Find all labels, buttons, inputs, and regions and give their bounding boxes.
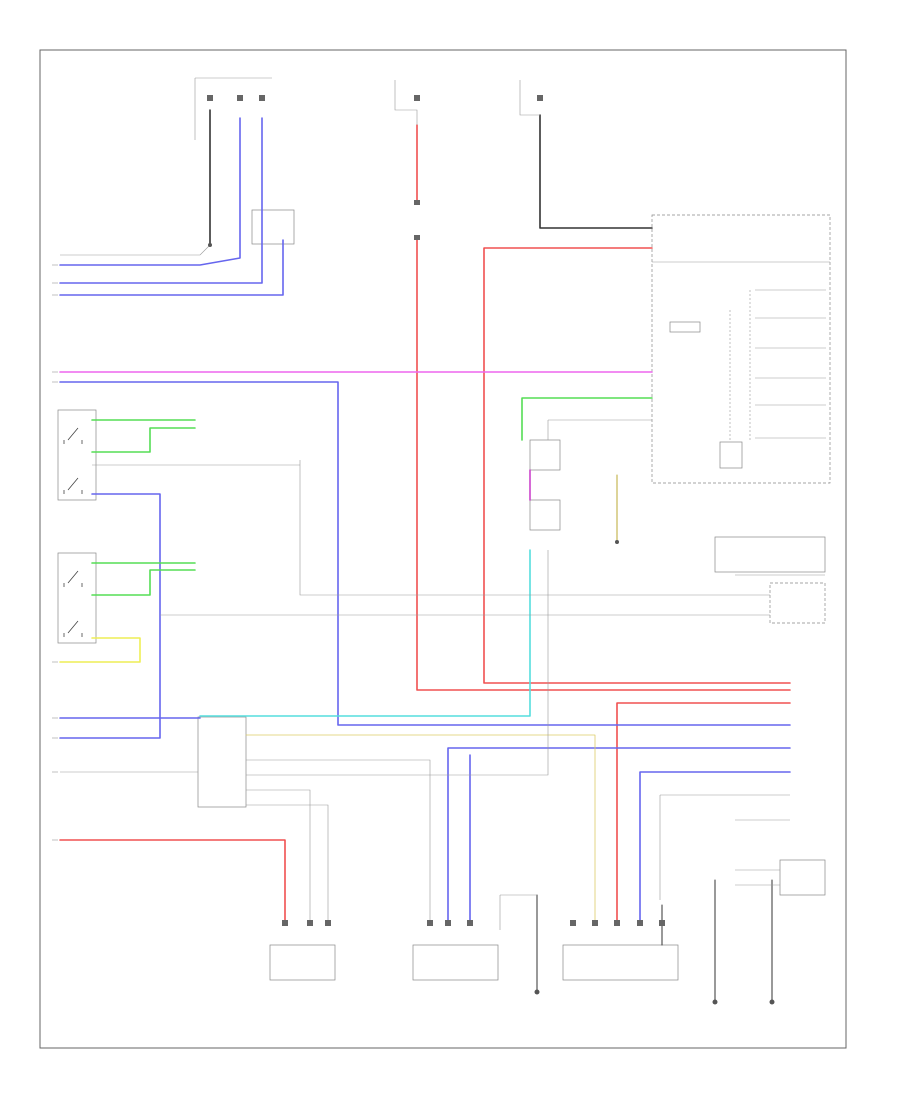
diagram-frame [39, 49, 847, 1049]
gray-wire-12 [735, 869, 780, 886]
pin-mark [467, 920, 473, 926]
pin-mark [207, 95, 213, 101]
left-switch-contact-1 [63, 427, 83, 444]
ground-symbol [769, 999, 775, 1005]
gray-wire-4 [246, 804, 329, 925]
green-wire-group [91, 397, 653, 596]
red-wire-group [59, 124, 791, 926]
ground-symbol [615, 540, 619, 544]
black-wire-top-right [539, 114, 653, 229]
pin-mark [570, 920, 576, 926]
pin-mark [414, 95, 420, 101]
gray-wire-15 [394, 80, 418, 125]
connector-pin-group [207, 95, 665, 926]
left-switch-box-2 [57, 552, 97, 644]
pin-mark [427, 920, 433, 926]
blue-wire-switch-loop [59, 493, 161, 739]
gray-wire-3 [246, 789, 311, 925]
blue-wire-top-2 [59, 117, 263, 284]
ground-symbol-group [208, 243, 775, 1005]
blue-wire-right-1 [639, 771, 791, 926]
red-wire-center-to-right [416, 239, 791, 691]
red-wire-loop-right [483, 247, 791, 684]
blue-wire-long-horizontal [59, 381, 791, 726]
pin-mark [282, 920, 288, 926]
ground-symbol [208, 243, 212, 247]
left-switch-box-1 [57, 409, 97, 501]
left-switch-contact-2 [63, 477, 83, 494]
meter-lamp-box [719, 441, 743, 469]
red-wire-lower-right [616, 702, 791, 926]
tan-wire [245, 734, 596, 926]
gray-wire-16 [60, 244, 211, 256]
pin-mark [325, 920, 331, 926]
left-switch-contact-3 [63, 570, 83, 587]
right-connector-box-2 [769, 582, 826, 624]
green-wire-4 [91, 569, 196, 596]
pin-mark [592, 920, 598, 926]
pin-mark [659, 920, 665, 926]
gray-wire-1 [246, 759, 431, 925]
green-wire-2 [91, 427, 196, 453]
bottom-component-box-1 [269, 944, 336, 981]
pin-mark [414, 200, 420, 205]
green-wire-center [521, 397, 653, 441]
upper-left-junction-box [251, 209, 295, 245]
blue-wire-top-3 [59, 239, 284, 296]
gray-wire-14 [519, 80, 540, 116]
left-switch-contact-4 [63, 620, 83, 637]
upper-left-bracket [194, 77, 272, 140]
center-relay-box-1 [529, 439, 561, 471]
pin-mark [537, 95, 543, 101]
pin-mark [614, 920, 620, 926]
pin-mark [414, 235, 420, 240]
bottom-component-box-3 [562, 944, 679, 981]
blue-wire-top-1 [59, 117, 241, 266]
gray-wire-9 [547, 419, 652, 440]
bottom-component-box-2 [412, 944, 499, 981]
yellow-wire [59, 637, 141, 663]
combination-meter-box [651, 214, 831, 484]
gray-wire-2 [246, 550, 549, 776]
center-relay-box-2 [529, 499, 561, 531]
right-connector-box-1 [714, 536, 826, 573]
pin-mark [237, 95, 243, 101]
gray-wire-13 [499, 894, 537, 930]
right-connector-box-3 [779, 859, 826, 896]
ground-symbol [534, 989, 540, 995]
cyan-wire [199, 549, 531, 717]
left-center-connector-block [197, 716, 247, 808]
pin-mark [259, 95, 265, 101]
gray-wire-10 [659, 794, 790, 900]
pin-mark [445, 920, 451, 926]
pin-mark [307, 920, 313, 926]
blue-wire-center-1 [447, 747, 791, 926]
gray-wire-6 [299, 460, 770, 596]
blue-wire-group [59, 117, 791, 926]
pin-mark [637, 920, 643, 926]
meter-inner-box [669, 321, 701, 333]
edge-terminal-group [52, 264, 58, 841]
ground-symbol [712, 999, 718, 1005]
red-wire-bottom-left [59, 839, 286, 926]
gray-wire-group [60, 80, 825, 930]
